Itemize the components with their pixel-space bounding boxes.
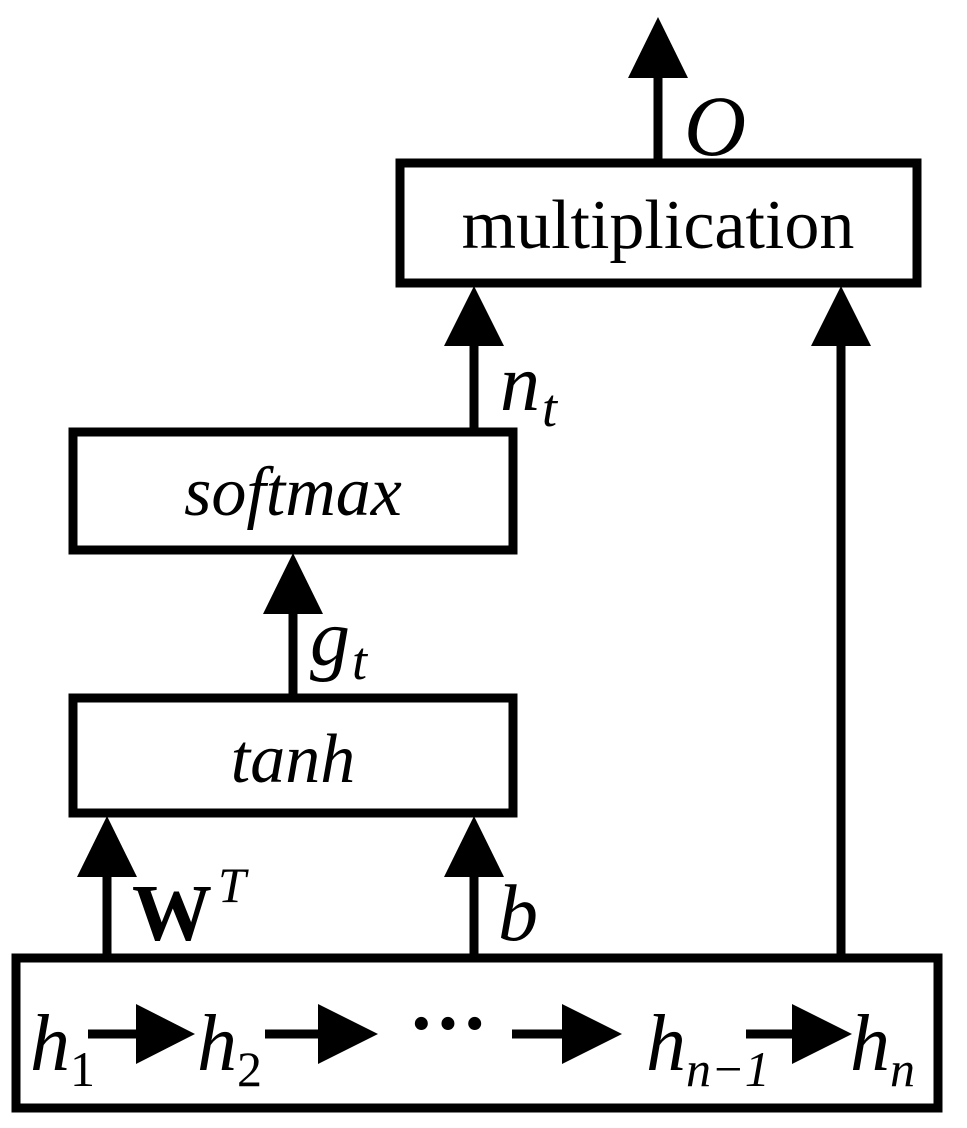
g-t-label: gt	[310, 595, 369, 691]
output-arrow-head	[628, 17, 688, 78]
softmax-box	[68, 427, 518, 555]
n-t-label: nt	[500, 340, 559, 438]
softmax-to-multiplication-head	[444, 286, 504, 346]
multiplication-label: multiplication	[462, 187, 855, 264]
multiplication-box	[395, 158, 922, 288]
hn1-to-hn-arrow-head	[792, 1004, 852, 1064]
h2-label: h2	[197, 1000, 262, 1097]
h1-to-h2-arrow-head	[136, 1004, 195, 1064]
b-label: b	[498, 870, 538, 958]
tanh-to-softmax-head	[263, 553, 323, 614]
hn-label: hn	[850, 1000, 915, 1097]
b-arrow-head	[444, 816, 504, 877]
ellipsis-to-hn1-arrow-head	[562, 1004, 622, 1064]
softmax-label: softmax	[184, 454, 402, 531]
hn-to-multiplication-head	[811, 286, 871, 346]
w-arrow-head	[77, 816, 137, 877]
h1-label: h1	[30, 1000, 95, 1097]
tanh-box	[68, 693, 518, 818]
ellipsis: ···	[408, 980, 488, 1068]
hn-minus-1-label: hn−1	[646, 1000, 770, 1097]
tanh-label: tanh	[231, 721, 355, 798]
output-label: O	[684, 78, 746, 174]
h2-to-ellipsis-arrow-head	[318, 1004, 378, 1064]
